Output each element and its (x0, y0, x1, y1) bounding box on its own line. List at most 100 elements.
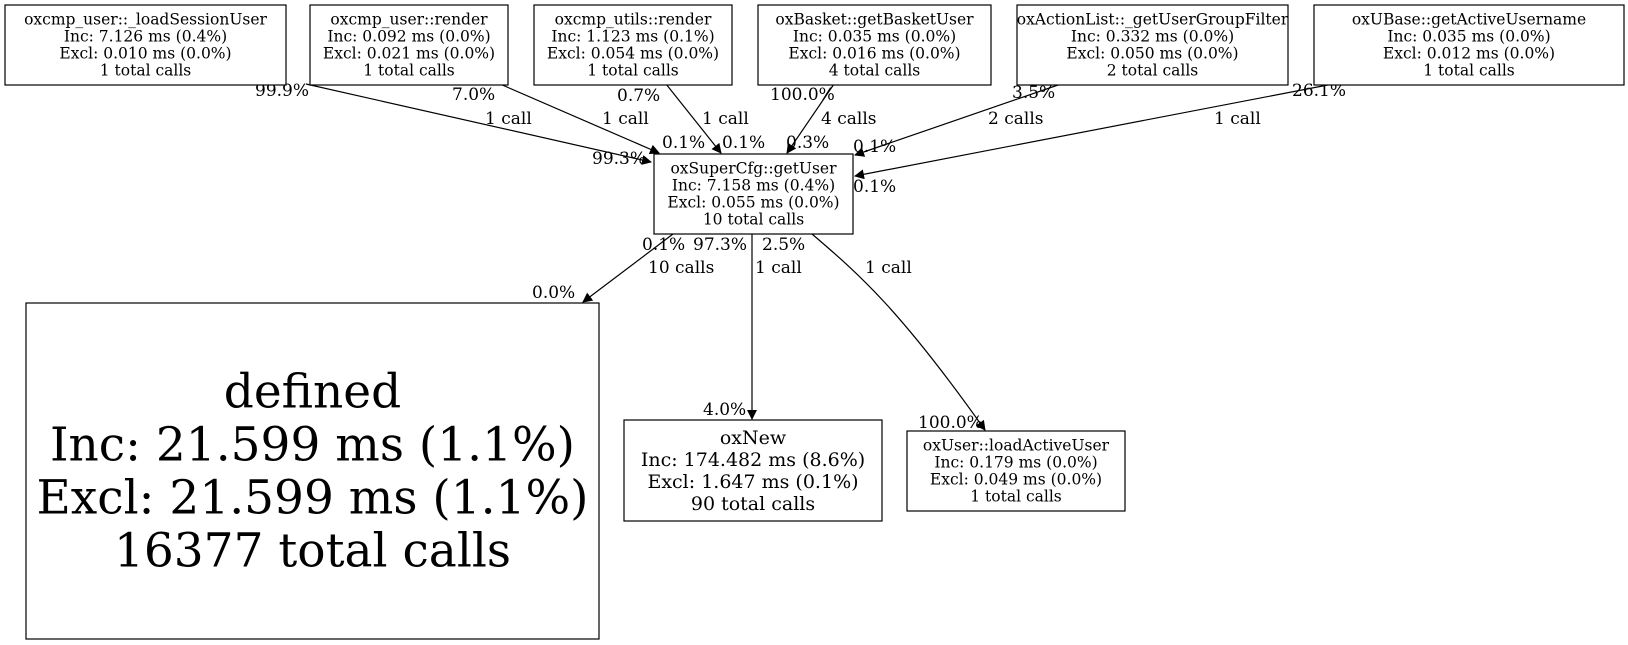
node-box[interactable] (309, 4, 509, 86)
node-function-name: oxcmp_utils::render (555, 11, 712, 29)
edge-tail-percent: 99.9% (255, 81, 309, 101)
edge-tail-percent: 100.0% (770, 85, 835, 105)
edge-head-percent: 0.1% (853, 177, 896, 197)
node-function-name: oxcmp_user::render (330, 11, 488, 29)
node-exclusive-time: Excl: 1.647 ms (0.1%) (647, 471, 858, 493)
node-exclusive-time: Excl: 0.010 ms (0.0%) (59, 45, 231, 63)
node-box[interactable] (4, 4, 287, 86)
edge-call-count: 1 call (865, 258, 912, 278)
edge-arrow (582, 233, 674, 303)
node-box[interactable] (1313, 4, 1625, 86)
edge-tail-percent: 97.3% (693, 235, 747, 255)
node-box[interactable] (623, 419, 883, 522)
edge-head-percent: 99.3% (592, 149, 646, 169)
edge-head-percent: 4.0% (703, 400, 746, 420)
edge-call-count: 1 call (1214, 109, 1261, 129)
node-inclusive-time: Inc: 174.482 ms (8.6%) (641, 449, 865, 471)
node-total-calls: 1 total calls (363, 62, 455, 80)
edge-getUser-to-loadActiveUser: 1 call 2.5% 100.0% (762, 233, 986, 433)
edge-arrow (811, 233, 986, 431)
edge-call-count: 1 call (755, 258, 802, 278)
edge-call-count: 1 call (702, 109, 749, 129)
edge-getActiveUsername-to-getUser: 1 call 26.1% 0.1% (853, 81, 1346, 197)
node-total-calls: 90 total calls (691, 493, 815, 515)
edge-call-count: 2 calls (988, 109, 1043, 129)
node-function-name: oxNew (720, 427, 787, 449)
node-function-name: oxUser::loadActiveUser (923, 437, 1110, 455)
node-total-calls: 1 total calls (587, 62, 679, 80)
node-box[interactable] (533, 4, 733, 86)
edge-head-percent: 0.1% (722, 133, 765, 153)
node-function-name: defined (224, 364, 401, 419)
node-inclusive-time: Inc: 0.332 ms (0.0%) (1071, 28, 1234, 46)
node-total-calls: 16377 total calls (114, 523, 511, 578)
edge-loadSessionUser-to-getUser: 1 call 99.9% 99.3% (255, 81, 652, 169)
edge-head-percent: 0.1% (853, 137, 896, 157)
edge-getUser-to-oxNew: 1 call 97.3% 4.0% (693, 234, 802, 420)
edge-arrow (854, 83, 1334, 180)
node-total-calls: 1 total calls (970, 488, 1062, 506)
edge-call-count: 1 call (602, 109, 649, 129)
node-exclusive-time: Excl: 0.016 ms (0.0%) (788, 45, 960, 63)
edge-tail-percent: 0.7% (617, 86, 660, 106)
node-inclusive-time: Inc: 0.179 ms (0.0%) (934, 454, 1097, 472)
edge-getUserGroupFilter-to-getUser: 2 calls 3.5% 0.1% (853, 83, 1062, 157)
edge-tail-percent: 26.1% (1292, 81, 1346, 101)
node-inclusive-time: Inc: 0.092 ms (0.0%) (327, 28, 490, 46)
edge-arrow (854, 83, 1062, 157)
node-box[interactable] (25, 302, 600, 640)
node-function-name: oxActionList::_getUserGroupFilter (1017, 11, 1289, 29)
node-function-name: oxSuperCfg::getUser (670, 160, 837, 178)
edge-head-percent: 0.3% (786, 133, 829, 153)
node-inclusive-time: Inc: 7.158 ms (0.4%) (672, 177, 835, 195)
node-box[interactable] (1016, 4, 1289, 86)
node-inclusive-time: Inc: 0.035 ms (0.0%) (1387, 28, 1550, 46)
edge-call-count: 10 calls (648, 258, 714, 278)
node-inclusive-time: Inc: 0.035 ms (0.0%) (793, 28, 956, 46)
node-function-name: oxcmp_user::_loadSessionUser (24, 11, 267, 29)
edge-head-percent: 100.0% (918, 413, 983, 433)
node-total-calls: 10 total calls (703, 211, 804, 229)
edge-getUser-to-defined: 10 calls 0.1% 0.0% (532, 233, 714, 303)
node-box[interactable] (906, 430, 1126, 512)
node-inclusive-time: Inc: 1.123 ms (0.1%) (551, 28, 714, 46)
node-total-calls: 4 total calls (829, 62, 921, 80)
node-exclusive-time: Excl: 0.049 ms (0.0%) (930, 471, 1102, 489)
node-exclusive-time: Excl: 0.012 ms (0.0%) (1383, 45, 1555, 63)
edge-tail-percent: 2.5% (762, 235, 805, 255)
node-total-calls: 1 total calls (100, 62, 192, 80)
node-inclusive-time: Inc: 21.599 ms (1.1%) (50, 417, 575, 472)
edge-arrow (786, 83, 835, 154)
edge-head-percent: 0.0% (532, 283, 575, 303)
edge-tail-percent: 7.0% (452, 85, 495, 105)
node-total-calls: 1 total calls (1423, 62, 1515, 80)
node-inclusive-time: Inc: 7.126 ms (0.4%) (64, 28, 227, 46)
edge-arrow (305, 83, 652, 165)
node-exclusive-time: Excl: 21.599 ms (1.1%) (36, 470, 588, 525)
edge-tail-percent: 0.1% (642, 235, 685, 255)
node-box[interactable] (757, 4, 992, 86)
node-function-name: oxUBase::getActiveUsername (1352, 11, 1586, 29)
edge-tail-percent: 3.5% (1012, 83, 1055, 103)
edge-call-count: 1 call (485, 109, 532, 129)
node-function-name: oxBasket::getBasketUser (775, 11, 974, 29)
edge-utilsRender-to-getUser: 1 call 0.7% 0.1% (617, 83, 765, 154)
node-exclusive-time: Excl: 0.050 ms (0.0%) (1066, 45, 1238, 63)
edge-arrow (499, 83, 660, 155)
node-box[interactable] (653, 153, 854, 235)
edges-layer: 1 call 99.9% 99.3% 1 call 7.0% 0.1% 1 call 0.7%… (255, 81, 1346, 433)
edge-arrow (665, 83, 722, 154)
